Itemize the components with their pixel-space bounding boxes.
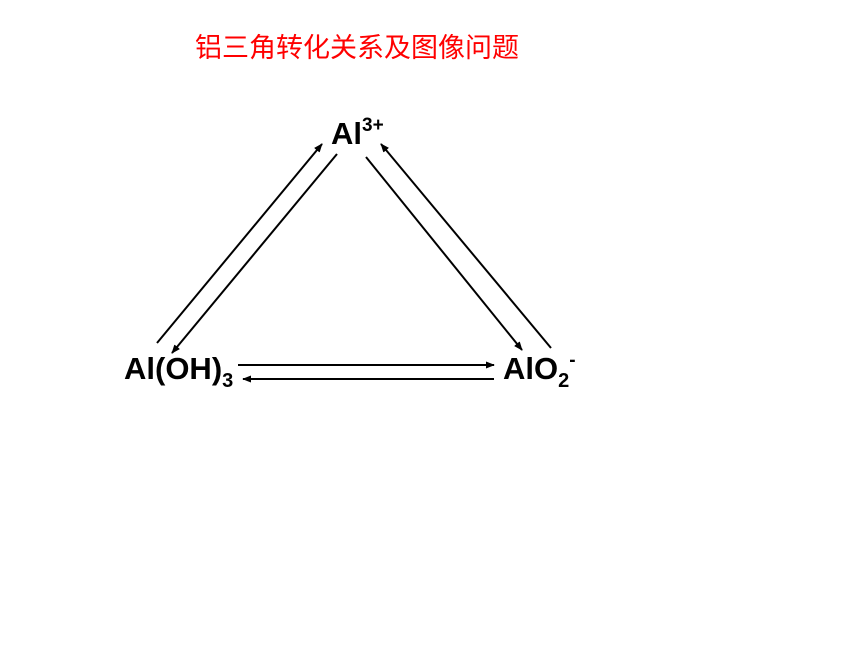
node-aluminate-subscript: 2: [558, 370, 570, 392]
node-aluminum-hydroxide: Al(OH)3: [124, 351, 233, 391]
node-aluminate: AlO2-: [503, 350, 576, 391]
arrow-left-to-top: [156, 143, 323, 344]
arrow-right-to-top: [380, 143, 552, 349]
node-al3plus-base: Al: [331, 116, 362, 151]
arrow-top-to-left: [171, 153, 338, 354]
node-aluminate-base: AlO: [503, 351, 559, 386]
node-aluminum-hydroxide-base: Al(OH): [124, 351, 223, 386]
page-title: 铝三角转化关系及图像问题: [195, 33, 519, 64]
node-aluminate-charge: -: [569, 350, 576, 371]
arrow-top-to-right: [365, 156, 523, 351]
node-aluminum-hydroxide-subscript: 3: [222, 370, 234, 392]
node-al3plus-charge: 3+: [362, 115, 384, 136]
node-al3plus: Al3+: [331, 116, 384, 152]
